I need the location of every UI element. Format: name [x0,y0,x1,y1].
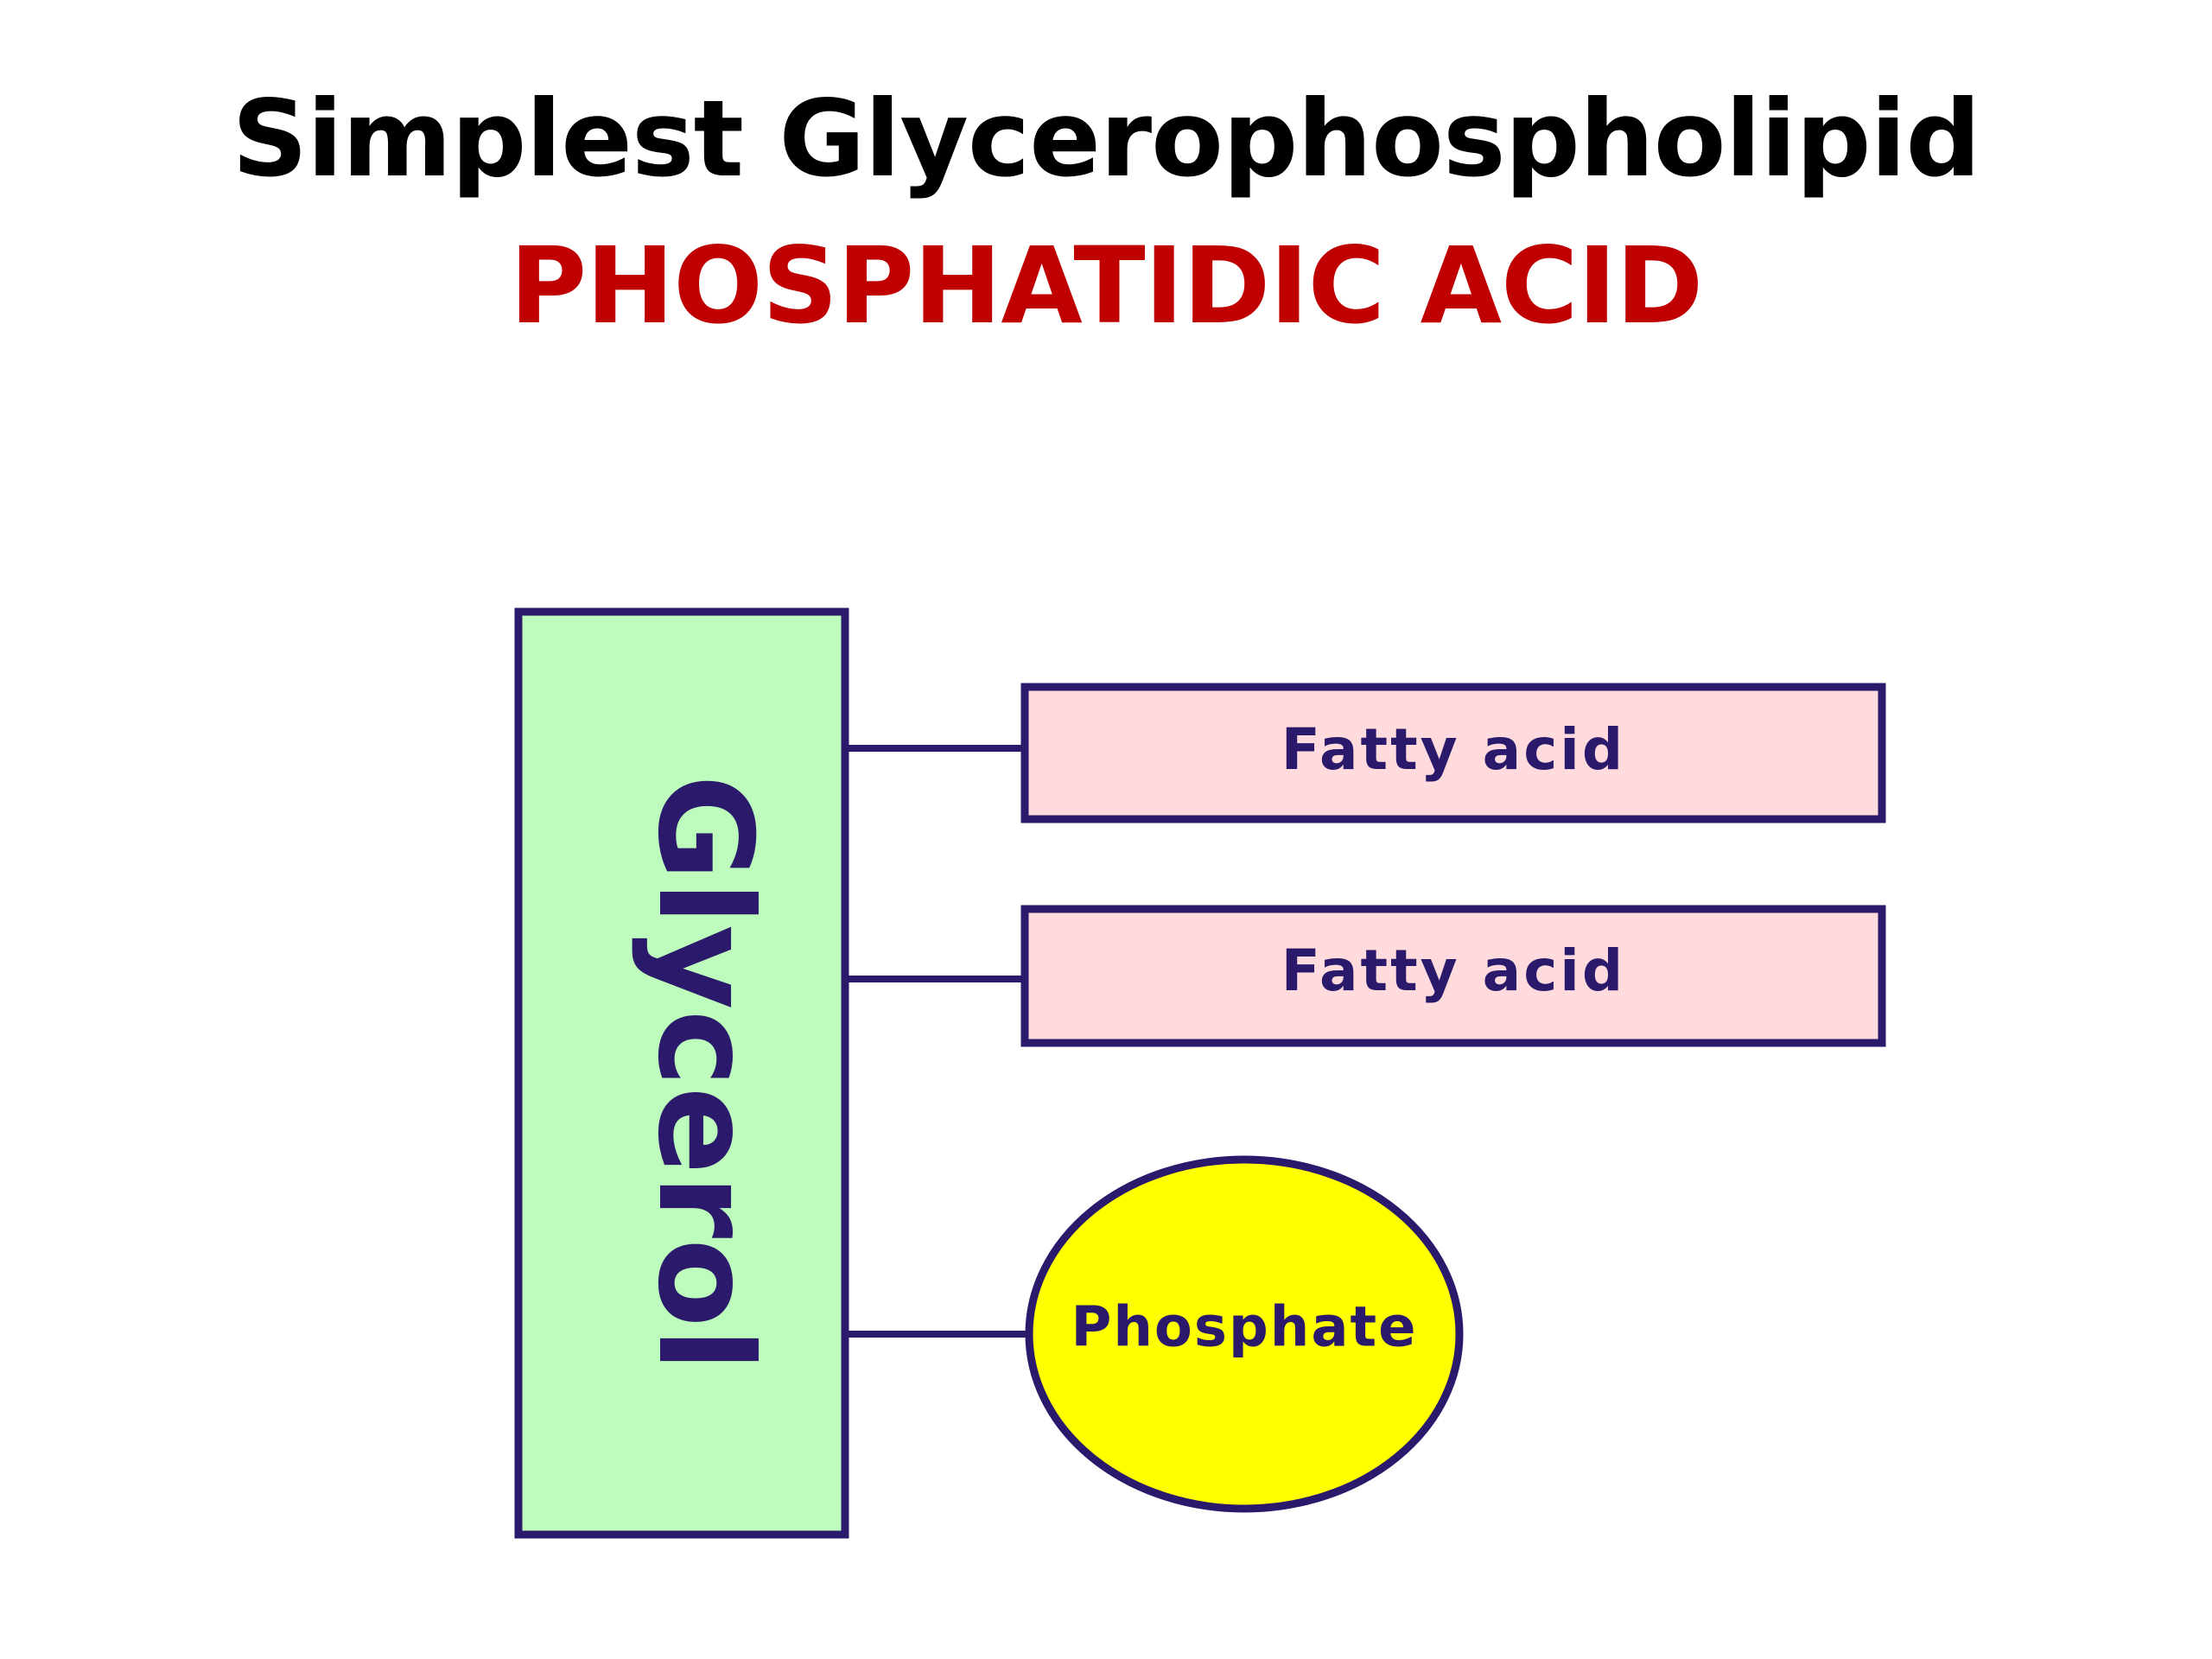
phosphate-label: Phosphate [1071,1296,1417,1360]
slide-subtitle: PHOSPHATIDIC ACID [509,225,1703,347]
slide-title: Simplest Glycerophospholipid [232,78,1980,200]
fatty-acid-label-2: Fatty acid [1281,938,1625,1004]
fatty-acid-box-1 [1020,683,1886,823]
fatty-acid-label-1: Fatty acid [1281,716,1625,783]
glycerol-box [514,607,849,1539]
fatty-acid-box-2 [1020,905,1886,1047]
phosphate-ellipse [1025,1155,1464,1513]
glycerol-label: Glycerol [629,774,779,1371]
